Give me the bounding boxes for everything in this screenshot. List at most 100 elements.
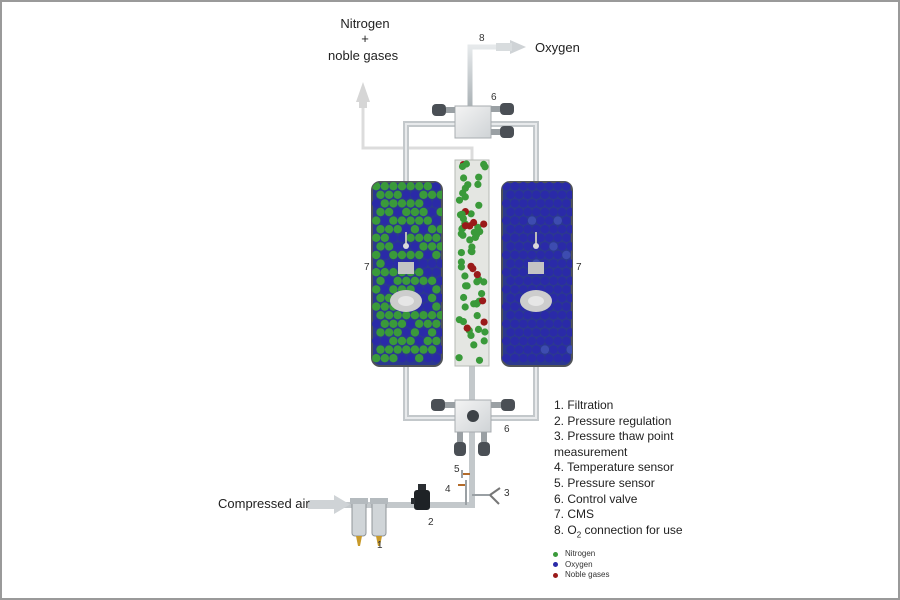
gas-molecule-dot [474, 180, 482, 188]
gas-molecule-dot [566, 190, 572, 200]
filter-housing-icon [370, 498, 388, 546]
gas-molecule-dot [532, 328, 541, 337]
gas-molecule-dot [536, 199, 545, 208]
gas-molecule-dot [510, 199, 519, 208]
gas-molecule-dot [466, 236, 474, 244]
gas-molecule-dot [393, 311, 402, 320]
gas-molecule-dot [419, 276, 428, 285]
gas-molecule-dot [372, 182, 381, 191]
gas-molecule-dot [461, 222, 470, 230]
nitrogen-exhaust-arrow [356, 82, 474, 160]
dewpoint-sensor-icon [472, 487, 501, 505]
gas-color-legend: Nitrogen Oxygen Noble gases [553, 549, 609, 581]
gas-molecule-dot [406, 216, 415, 225]
gas-molecule-dot [393, 190, 402, 199]
gas-molecule-dot [402, 311, 411, 320]
valve-actuator-icon [431, 399, 455, 411]
gas-molecule-dot [436, 276, 442, 285]
callout-2: 2 [428, 517, 434, 528]
callout-6-top: 6 [491, 92, 497, 103]
gas-molecule-dot [557, 190, 567, 199]
gas-molecule-dot [463, 324, 471, 332]
gas-molecule-dot [514, 207, 524, 217]
gas-molecule-dot [427, 328, 437, 337]
gas-molecule-dot [380, 250, 389, 260]
gas-molecule-dot [462, 282, 470, 290]
gas-molecule-dot [376, 328, 385, 337]
gas-molecule-dot [480, 337, 488, 345]
gas-molecule-dot [376, 207, 385, 217]
gas-molecule-dot [536, 319, 545, 328]
gas-molecule-dot [519, 268, 528, 277]
gas-molecule-dot [549, 311, 558, 320]
gas-molecule-dot [393, 207, 402, 217]
gas-molecule-dot [384, 311, 394, 320]
gas-molecule-dot [510, 268, 519, 277]
gas-molecule-dot [475, 173, 483, 181]
gas-molecule-dot [510, 354, 519, 363]
gas-molecule-dot [464, 181, 472, 189]
gas-legend-oxygen: Oxygen [553, 560, 609, 571]
top-control-valve-box [432, 103, 514, 139]
gas-molecule-dot [553, 268, 562, 277]
gas-molecule-dot [514, 190, 524, 199]
gas-molecule-dot [502, 216, 511, 225]
gas-molecule-dot [553, 336, 562, 346]
gas-molecule-dot [423, 319, 432, 328]
gas-molecule-dot [389, 233, 398, 242]
gas-molecule-dot [427, 345, 437, 354]
gas-molecule-dot [473, 278, 481, 286]
gas-molecule-dot [372, 233, 381, 242]
gas-molecule-dot [380, 199, 389, 208]
gas-molecule-dot [506, 225, 515, 234]
gas-molecule-dot [384, 328, 394, 337]
gas-molecule-dot [514, 311, 524, 320]
gas-molecule-dot [557, 207, 567, 217]
gas-molecule-dot [427, 207, 437, 217]
gas-molecule-dot [376, 242, 385, 251]
gas-molecule-dot [432, 319, 441, 328]
gas-molecule-dot [545, 336, 554, 346]
gas-molecule-dot [436, 293, 442, 303]
gas-molecule-dot [519, 182, 528, 191]
gas-molecule-dot [502, 199, 511, 208]
gas-molecule-dot [566, 207, 572, 217]
gas-molecule-dot [427, 293, 437, 303]
gas-molecule-dot [476, 228, 484, 236]
bottom-control-valve-box [431, 399, 515, 456]
gas-molecule-dot [415, 285, 424, 294]
gas-molecule-dot [380, 354, 389, 363]
gas-molecule-dot [536, 354, 545, 363]
gas-molecule-dot [502, 336, 511, 346]
gas-molecule-dot [415, 354, 424, 363]
gas-molecule-dot [415, 216, 424, 225]
gas-molecule-dot [372, 336, 381, 346]
gas-molecule-dot [389, 319, 398, 328]
temperature-sensor-icon [458, 480, 467, 505]
gas-molecule-dot [540, 242, 550, 251]
gas-molecule-dot [540, 190, 550, 199]
gas-molecule-dot [480, 160, 488, 168]
legend-item: 5. Pressure sensor [554, 475, 655, 490]
gas-molecule-dot [557, 293, 567, 303]
gas-molecule-dot [527, 216, 537, 225]
gas-molecule-dot [557, 328, 567, 337]
filter-housing-icon [350, 498, 368, 546]
bottom-manifold-piping [343, 366, 539, 508]
noble-gas-dot-icon [553, 572, 558, 578]
gas-molecule-dot [410, 276, 420, 285]
gas-molecule-dot [549, 328, 558, 337]
callout-6-bottom: 6 [504, 424, 510, 435]
gas-molecule-dot [410, 190, 420, 199]
valve-actuator-icon [432, 104, 455, 116]
gas-molecule-dot [510, 302, 519, 311]
gas-molecule-dot [380, 285, 389, 294]
gas-molecule-dot [423, 182, 432, 191]
gas-molecule-dot [397, 354, 407, 363]
gas-molecule-dot [532, 345, 541, 354]
gas-molecule-dot [566, 259, 572, 268]
gas-molecule-dot [376, 259, 385, 268]
gas-molecule-dot [384, 190, 394, 199]
gas-molecule-dot [436, 345, 442, 354]
gas-molecule-dot [457, 249, 465, 257]
